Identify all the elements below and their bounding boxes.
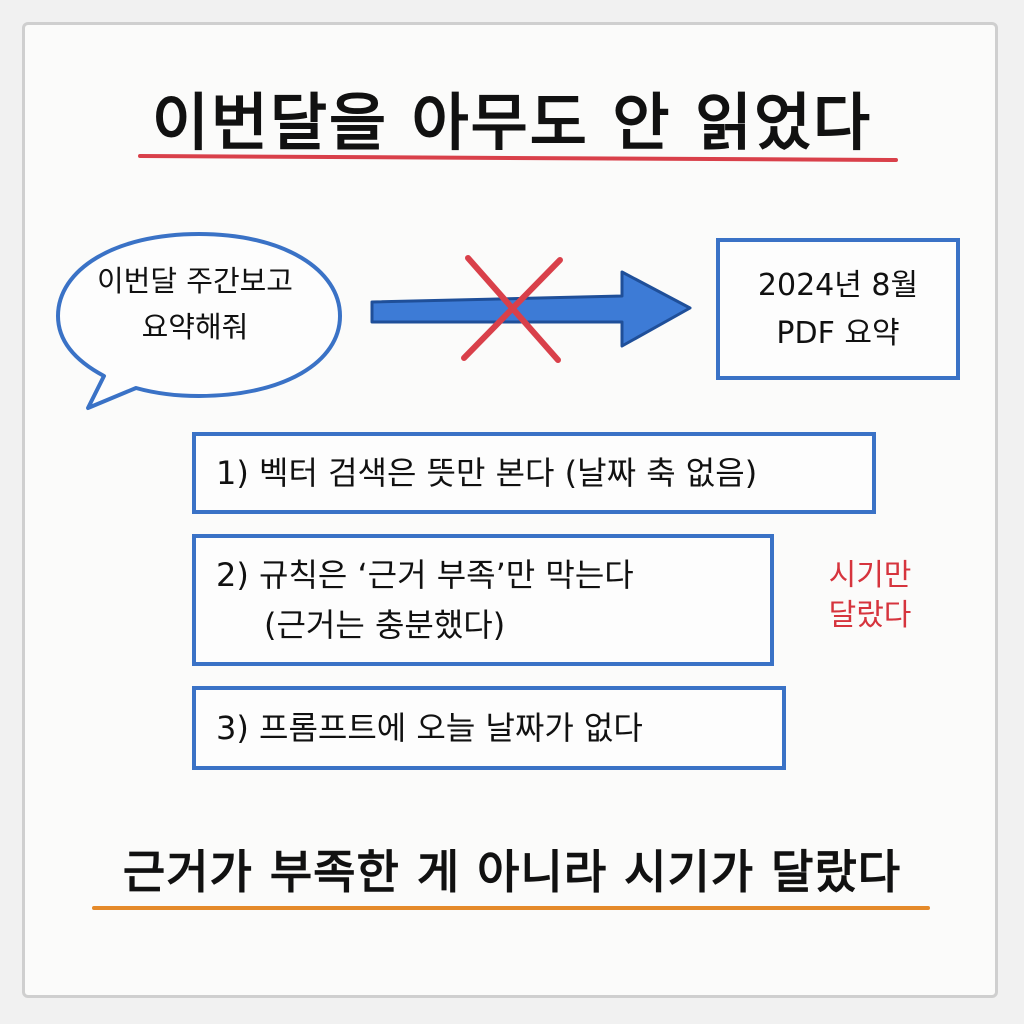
side-note-line-1: 시기만 — [828, 558, 912, 593]
side-note: 시기만 달랐다 — [800, 556, 940, 636]
target-line-1: 2024년 8월 — [757, 268, 919, 303]
blocked-arrow — [370, 255, 692, 363]
query-line-1: 이번달 주간보고 — [97, 264, 293, 298]
cause-box-1 — [192, 432, 876, 514]
query-bubble-text: 이번달 주간보고 요약해줘 — [70, 258, 320, 350]
target-line-2: PDF 요약 — [776, 316, 900, 351]
target-box — [716, 238, 960, 380]
cause-2-text-line-1: 2) 규칙은 ‘근거 부족’만 막는다 — [216, 556, 634, 594]
right-arrow-icon — [370, 270, 692, 348]
conclusion-text: 근거가 부족한 게 아니라 시기가 달랐다 — [122, 845, 902, 899]
query-line-2: 요약해줘 — [141, 310, 249, 344]
cross-mark-icon — [461, 255, 563, 363]
page-title: 이번달을 아무도 안 읽었다 — [151, 86, 873, 159]
speech-bubble — [56, 232, 342, 410]
cause-box-3 — [192, 686, 786, 770]
cause-1-text: 1) 벡터 검색은 뜻만 본다 (날짜 축 없음) — [216, 454, 758, 492]
side-note-line-2: 달랐다 — [828, 598, 912, 633]
conclusion-underline — [92, 906, 930, 910]
cause-3-text: 3) 프롬프트에 오늘 날짜가 없다 — [216, 709, 643, 747]
cause-2-text-line-2: (근거는 충분했다) — [264, 606, 506, 644]
target-box-text: 2024년 8월 PDF 요약 — [716, 262, 960, 358]
cause-box-2 — [192, 534, 774, 666]
